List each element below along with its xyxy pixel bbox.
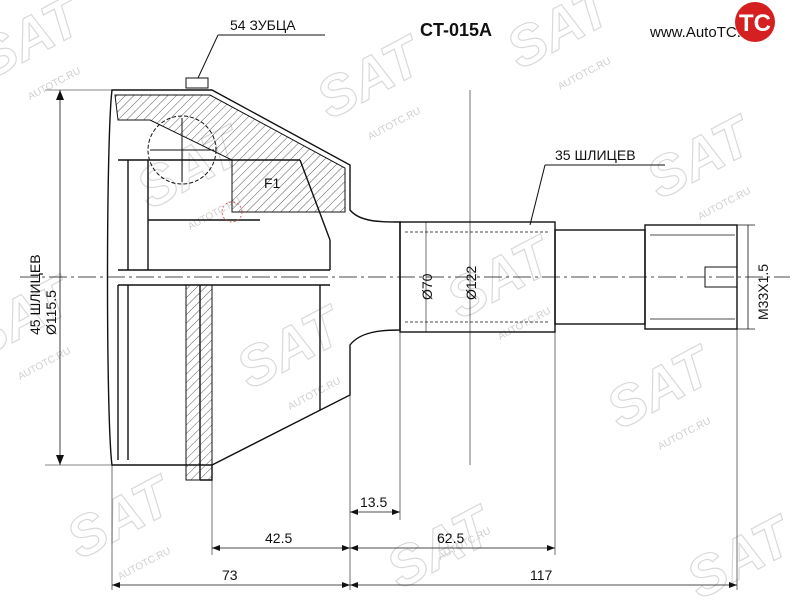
teeth-marker <box>185 77 209 89</box>
thread-label: M33X1.5 <box>755 264 771 320</box>
dim-117-label: 117 <box>530 567 553 583</box>
teeth-count-label: 54 ЗУБЦА <box>230 17 296 33</box>
arrow-head <box>112 582 120 588</box>
watermark-site: AUTOTC.RU <box>696 186 753 223</box>
inner-splines-label: 45 ШЛИЦЕВ <box>27 254 43 335</box>
watermark-site: AUTOTC.RU <box>286 376 343 413</box>
watermark-site: AUTOTC.RU <box>26 66 83 103</box>
ball-element <box>147 115 217 185</box>
dim-73-label: 73 <box>222 567 238 583</box>
abs-diameter-label: Ø122 <box>463 266 479 300</box>
logo-text: TC <box>739 10 771 37</box>
dim-13-5-label: 13.5 <box>360 494 387 510</box>
dim-42-5-label: 42.5 <box>265 530 292 546</box>
inner-diameter-label: Ø115.5 <box>43 290 59 335</box>
output-shaft <box>399 221 738 333</box>
arrow-head <box>342 582 350 588</box>
watermark-site: AUTOTC.RU <box>116 546 173 583</box>
arrow-head <box>392 509 400 515</box>
f1-label: F1 <box>264 175 281 191</box>
cv-joint-housing <box>106 89 401 481</box>
arrow-head <box>350 509 358 515</box>
arrow-head <box>56 90 64 100</box>
teeth-leader-line <box>197 34 219 79</box>
watermark-site: AUTOTC.RU <box>366 106 423 143</box>
f1-detail-circle <box>221 201 243 223</box>
extension-lines <box>111 329 738 590</box>
watermark-site: AUTOTC.RU <box>496 306 553 343</box>
autotc-logo: TC <box>735 2 775 42</box>
outer-splines-label: 35 ШЛИЦЕВ <box>555 147 636 163</box>
arrow-head <box>212 545 220 551</box>
arrow-head <box>56 455 64 465</box>
arrow-head <box>350 582 358 588</box>
watermark-brand: SAT <box>376 492 505 600</box>
arrow-head <box>729 582 737 588</box>
arrow-head <box>350 545 358 551</box>
abs-ring <box>185 284 213 481</box>
part-number: CT-015A <box>420 20 492 40</box>
splines-leader-line <box>529 164 546 226</box>
arrow-head <box>547 545 555 551</box>
website-text: www.AutoTC.ru <box>649 24 754 41</box>
watermark-site: AUTOTC.RU <box>656 416 713 453</box>
watermark-site: AUTOTC.RU <box>556 56 613 93</box>
watermark-site: AUTOTC.RU <box>16 346 73 383</box>
watermark-brand: SAT <box>0 0 95 91</box>
dim-62-5-label: 62.5 <box>437 530 464 546</box>
arrow-head <box>342 545 350 551</box>
shaft-diameter-label: Ø70 <box>419 273 435 300</box>
